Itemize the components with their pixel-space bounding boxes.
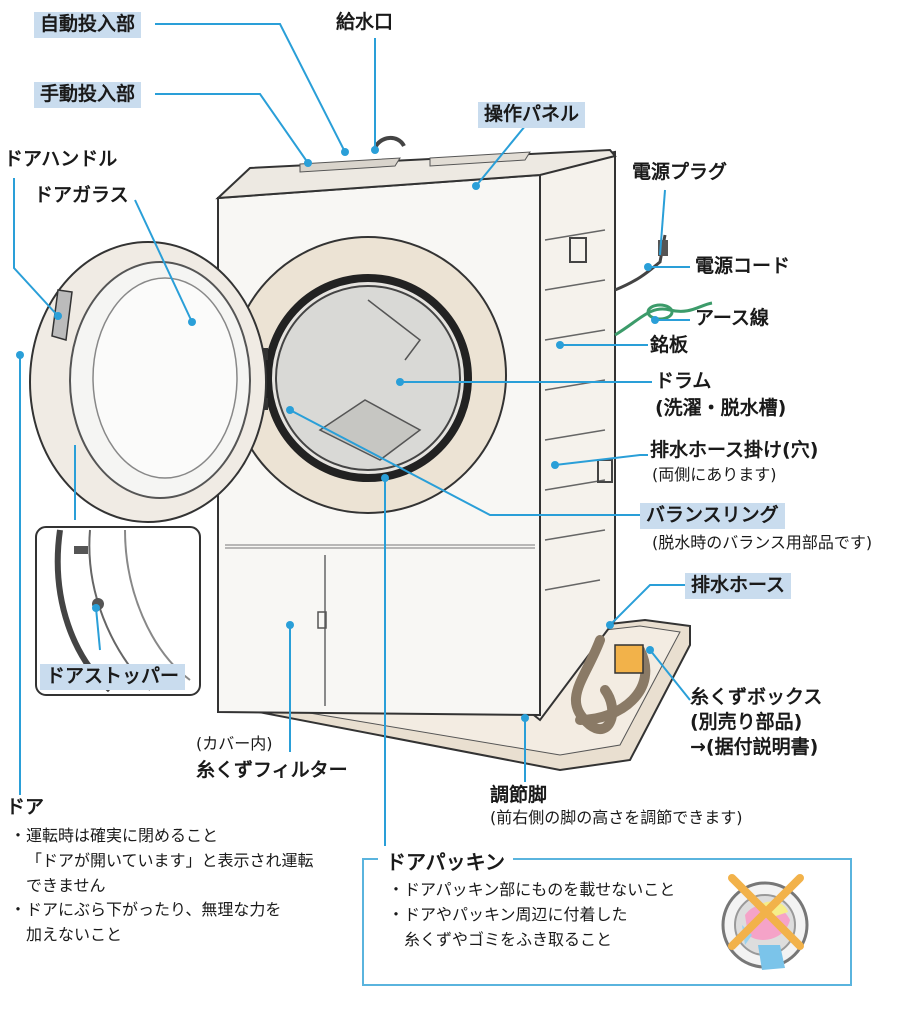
label-power-plug: 電源プラグ [632, 161, 728, 183]
packing-note-line: ・ドアやパッキン周辺に付着した [388, 904, 628, 924]
no-items-on-packing-icon [721, 874, 809, 970]
label-filter-note: (カバー内) [196, 734, 273, 753]
packing-note-line: 糸くずやゴミをふき取ること [404, 929, 613, 949]
label-water-inlet: 給水口 [336, 11, 394, 33]
door-note-line: 「ドアが開いています」と表示され運転 [26, 850, 314, 870]
label-hose-hook-note: (両側にあります) [652, 465, 777, 484]
drum-opening [229, 236, 507, 514]
drain-hose [570, 635, 651, 734]
door [29, 241, 267, 523]
leader-lines [13, 23, 691, 855]
label-earth-wire: アース線 [695, 307, 769, 329]
door-notes: ・運転時は確実に閉めること 「ドアが開いています」と表示され運転 できません ・… [10, 824, 314, 948]
label-door-stopper: ドアストッパー [40, 664, 186, 690]
label-balance-ring-note: (脱水時のバランス用部品です) [652, 533, 873, 552]
door-notes-title: ドア [6, 796, 45, 818]
door-note-line: ・運転時は確実に閉めること [10, 826, 219, 845]
washer-top [215, 136, 617, 200]
door-note-line: ・ドアにぶら下がったり、無理な力を [10, 900, 282, 920]
label-leg: 調節脚 [490, 784, 548, 806]
label-hose-hook: 排水ホース掛け(穴) [650, 439, 819, 461]
packing-box-title: ドアパッキン [378, 846, 513, 875]
label-leg-note: (前右側の脚の高さを調節できます) [490, 808, 743, 827]
label-manual-dispenser: 手動投入部 [34, 82, 142, 108]
label-lint-filter: 糸くずフィルター [196, 759, 348, 781]
label-drum-sub: (洗濯・脱水槽) [655, 397, 787, 419]
label-balance-ring: バランスリング [640, 503, 785, 529]
label-auto-dispenser: 自動投入部 [34, 12, 142, 38]
label-lint-box: 糸くずボックス [690, 686, 823, 708]
label-drain-hose: 排水ホース [685, 573, 792, 599]
label-lint-box-sub: (別売り部品) [690, 711, 803, 733]
packing-note-line: ・ドアパッキン部にものを載せないこと [388, 880, 676, 899]
door-note-line: 加えないこと [26, 925, 123, 945]
label-power-cord: 電源コード [695, 255, 791, 277]
label-door-glass: ドアガラス [34, 184, 129, 206]
door-stopper-inset [35, 526, 201, 696]
label-nameplate: 銘板 [650, 334, 689, 356]
label-lint-box-ref: →(据付説明書) [690, 736, 819, 758]
door-note-line: できません [26, 875, 106, 895]
label-door-handle: ドアハンドル [4, 148, 118, 170]
packing-notes: ・ドアパッキン部にものを載せないこと ・ドアやパッキン周辺に付着した 糸くずやゴ… [388, 878, 675, 952]
label-control-panel: 操作パネル [478, 102, 586, 128]
packing-warning-box [362, 858, 852, 986]
label-drum: ドラム [655, 370, 712, 392]
